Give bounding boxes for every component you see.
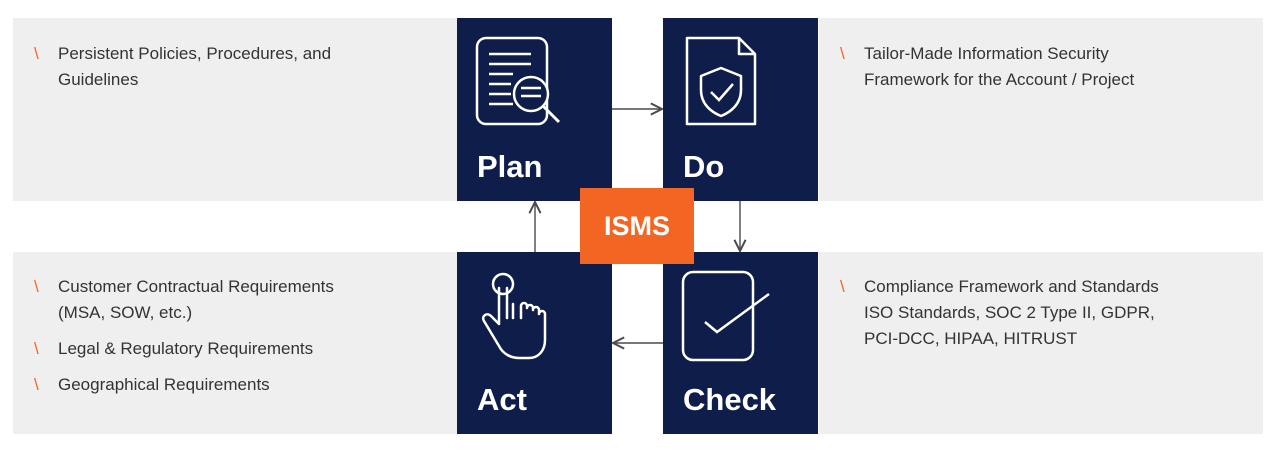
shield-check-document-icon — [679, 34, 775, 139]
stage-label: Do — [683, 149, 725, 184]
bullet-list-bottom-left: \ Customer Contractual Requirements (MSA… — [34, 274, 434, 408]
bullet-mark: \ — [34, 277, 39, 296]
checkbox-icon — [679, 268, 779, 373]
stage-label: Check — [683, 382, 777, 417]
list-item: \ Persistent Policies, Procedures, and G… — [34, 41, 434, 93]
bullet-mark: \ — [840, 277, 845, 296]
list-item-text: Tailor-Made Information Security Framewo… — [864, 44, 1135, 89]
list-item: \ Legal & Regulatory Requirements — [34, 336, 434, 362]
panel-top-left: \ Persistent Policies, Procedures, and G… — [13, 18, 457, 201]
bullet-list-bottom-right: \ Compliance Framework and Standards ISO… — [840, 274, 1240, 362]
isms-center-badge: ISMS — [580, 188, 694, 264]
list-item-text: Legal & Regulatory Requirements — [58, 339, 314, 358]
stage-check: Check — [663, 252, 818, 434]
document-search-icon — [473, 34, 569, 139]
list-item-text: Persistent Policies, Procedures, and Gui… — [58, 44, 332, 89]
bullet-mark: \ — [840, 44, 845, 63]
list-item-text: Compliance Framework and Standards ISO S… — [864, 277, 1159, 348]
pointing-hand-icon — [473, 268, 569, 373]
list-item: \ Geographical Requirements — [34, 372, 434, 398]
panel-bottom-left: \ Customer Contractual Requirements (MSA… — [13, 252, 457, 434]
bullet-mark: \ — [34, 44, 39, 63]
bullet-mark: \ — [34, 339, 39, 358]
list-item-text: Geographical Requirements — [58, 375, 270, 394]
stage-label: Act — [477, 382, 527, 417]
bullet-list-top-left: \ Persistent Policies, Procedures, and G… — [34, 41, 434, 103]
stage-do: Do — [663, 18, 818, 201]
bullet-list-top-right: \ Tailor-Made Information Security Frame… — [840, 41, 1240, 103]
list-item: \ Compliance Framework and Standards ISO… — [840, 274, 1240, 352]
stage-label: Plan — [477, 149, 543, 184]
list-item-text: Customer Contractual Requirements (MSA, … — [58, 277, 334, 322]
stage-act: Act — [457, 252, 612, 434]
bullet-mark: \ — [34, 375, 39, 394]
list-item: \ Tailor-Made Information Security Frame… — [840, 41, 1240, 93]
panel-bottom-right: \ Compliance Framework and Standards ISO… — [819, 252, 1263, 434]
list-item: \ Customer Contractual Requirements (MSA… — [34, 274, 434, 326]
stage-plan: Plan — [457, 18, 612, 201]
panel-top-right: \ Tailor-Made Information Security Frame… — [819, 18, 1263, 201]
